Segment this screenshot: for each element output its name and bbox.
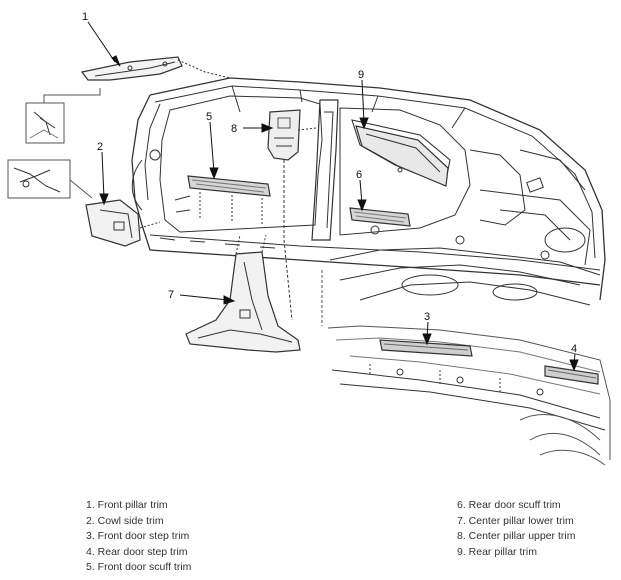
part-rear-door-step-trim bbox=[545, 366, 598, 384]
part-cowl-side-trim bbox=[86, 200, 160, 246]
callout-7: 7 bbox=[168, 289, 174, 301]
leader-lines bbox=[88, 22, 578, 370]
legend-item-1: 1. Front pillar trim bbox=[86, 499, 168, 511]
legend-item-3: 3. Front door step trim bbox=[86, 530, 190, 542]
vehicle-body-frame bbox=[132, 78, 605, 305]
legend-right-column: 6. Rear door scuff trim 7. Center pillar… bbox=[457, 498, 575, 560]
legend-item-2: 2. Cowl side trim bbox=[86, 514, 164, 527]
part-front-door-step-trim bbox=[380, 340, 472, 356]
exploded-view-diagram: 1 2 5 8 9 6 7 3 4 bbox=[0, 11, 621, 470]
legend-item-7: 7. Center pillar lower trim bbox=[457, 514, 574, 527]
callout-1: 1 bbox=[82, 11, 88, 23]
part-center-pillar-lower-trim bbox=[186, 235, 300, 352]
part-center-pillar-upper-trim bbox=[268, 110, 316, 320]
legend-item-9: 9. Rear pillar trim bbox=[457, 545, 537, 558]
sill-detail-inset bbox=[322, 270, 610, 465]
part-rear-door-scuff-trim bbox=[350, 208, 410, 226]
part-front-door-scuff-trim bbox=[188, 176, 270, 224]
callout-5: 5 bbox=[206, 111, 212, 123]
callout-6: 6 bbox=[356, 169, 362, 181]
callout-4: 4 bbox=[571, 343, 577, 355]
callout-9: 9 bbox=[358, 69, 364, 81]
callout-3: 3 bbox=[424, 311, 430, 323]
part-front-pillar-trim bbox=[82, 57, 230, 80]
front-pillar-inset bbox=[26, 88, 100, 143]
legend-item-6: 6. Rear door scuff trim bbox=[457, 499, 561, 511]
legend-left-column: 1. Front pillar trim 2. Cowl side trim 3… bbox=[86, 498, 191, 576]
callout-labels: 1 2 5 8 9 6 7 3 4 bbox=[82, 11, 577, 355]
legend-item-8: 8. Center pillar upper trim bbox=[457, 530, 576, 542]
callout-2: 2 bbox=[97, 141, 103, 153]
part-rear-pillar-trim bbox=[356, 126, 448, 186]
cowl-side-inset bbox=[8, 160, 92, 198]
legend-item-4: 4. Rear door step trim bbox=[86, 545, 188, 558]
callout-8: 8 bbox=[231, 123, 237, 135]
legend-item-5: 5. Front door scuff trim bbox=[86, 561, 192, 573]
